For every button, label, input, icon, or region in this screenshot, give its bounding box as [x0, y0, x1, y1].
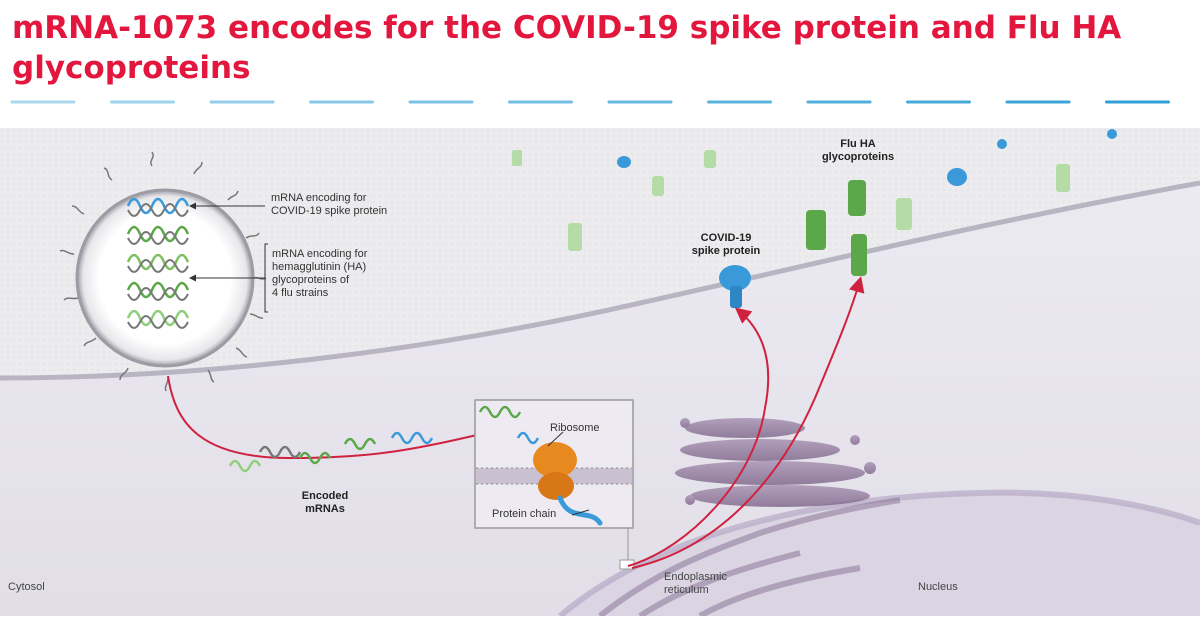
encoded-mrna-strands — [228, 431, 434, 473]
ribosome-label: Ribosome — [550, 422, 600, 434]
flu-ha-label: Flu HA glycoproteins — [821, 138, 895, 163]
encoded-mrnas-label: Encoded mRNAs — [301, 490, 349, 515]
diagram: mRNA encoding for COVID-19 spike protein… — [0, 128, 1200, 619]
golgi-apparatus — [675, 418, 876, 507]
ha-mrna-bracket — [264, 243, 268, 313]
flu-ha-trafficking-arrow — [631, 276, 865, 569]
page-title: mRNA-1073 encodes for the COVID-19 spike… — [12, 10, 1122, 86]
protein-chain-label: Protein chain — [492, 508, 557, 520]
diagram-illustration — [0, 128, 1200, 619]
er-label: Endoplasmic reticulum — [664, 571, 727, 596]
covid-spike-trafficking-arrow — [627, 307, 770, 567]
covid-spike-label: COVID-19 spike protein — [691, 232, 761, 257]
membrane-proteins — [512, 129, 1117, 308]
covid-spike-protein-highlight — [719, 265, 751, 308]
endoplasmic-reticulum — [598, 497, 901, 619]
nucleus-label: Nucleus — [918, 581, 958, 593]
cytosol-label: Cytosol — [8, 581, 45, 593]
title-underline-dashes — [10, 100, 1170, 104]
lipid-nanoparticle — [59, 151, 267, 392]
covid-mrna-label: mRNA encoding for COVID-19 spike protein — [271, 192, 388, 217]
nucleus-region — [560, 492, 1200, 616]
ribosome-inset — [474, 399, 635, 570]
ha-mrna-label: mRNA encoding for hemagglutinin (HA) gly… — [272, 248, 368, 299]
cell-membrane — [0, 180, 1200, 381]
mrna-release-path — [167, 375, 491, 460]
